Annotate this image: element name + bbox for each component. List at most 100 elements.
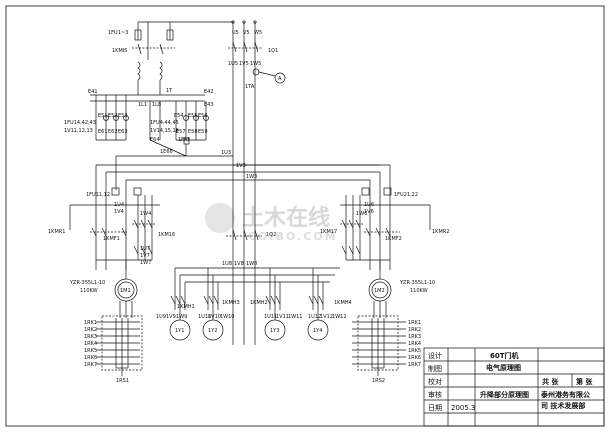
label-e41: E41 — [88, 89, 98, 95]
label-v7: 1V7 — [140, 253, 150, 259]
right-resistor-row-label: 1RK1 — [408, 320, 421, 326]
label-e43: E43 — [204, 102, 214, 108]
label-motor-r-spec: YZR-355L1-10 — [399, 280, 435, 286]
right-resistor-row-label: 1RK5 — [408, 348, 421, 354]
center-brake-section — [169, 229, 340, 341]
right-resistor-row-label: 1RK3 — [408, 334, 421, 340]
label-w6: 1W6 — [356, 211, 367, 217]
right-resistor-row-label: 1RK2 — [408, 327, 421, 333]
label-w9: 1W9 — [176, 314, 187, 320]
label-w3: 1W3 — [246, 174, 257, 180]
label-u5: U5 — [232, 30, 239, 36]
left-resistor-row-label: 1RK6 — [84, 355, 97, 361]
right-resistor-bank — [352, 315, 406, 376]
label-y3: 1Y3 — [270, 328, 279, 334]
label-e58: E58 — [188, 129, 198, 135]
watermark: 土木在线 COIBO.COM — [205, 203, 338, 243]
label-w5b: 1W5 — [250, 61, 261, 67]
label-fu11: 1FU11,12 — [86, 192, 110, 198]
left-resistor-row-label: 1RK5 — [84, 348, 97, 354]
label-y2: 1Y2 — [208, 328, 217, 334]
label-v9: 1V9 — [166, 314, 176, 320]
label-e55: E55 — [188, 113, 198, 119]
label-u11: 1U11 — [264, 314, 277, 320]
right-resistor-row-label: 1RK4 — [408, 341, 421, 347]
label-motor-r-kw: 110KW — [410, 288, 428, 294]
label-v4: 1V4 — [114, 209, 124, 215]
label-w10: 1W10 — [220, 314, 235, 320]
label-u5b: 1U5 — [228, 61, 238, 67]
label-q1: 1Q1 — [268, 48, 278, 54]
left-resistor-bank — [96, 315, 143, 376]
labels: 1FU1~3 1KMI5 U5 V5 W5 1Q1 1U5 1V5 1W5 1T… — [48, 30, 593, 412]
label-u9: 1U9 — [156, 314, 166, 320]
label-e62: E62 — [108, 129, 118, 135]
label-v5: V5 — [243, 30, 250, 36]
label-v6: 1V6 — [364, 209, 374, 215]
label-e54: E54 — [174, 113, 184, 119]
label-l1: 1L1 — [138, 102, 147, 108]
left-resistor-row-label: 1RK2 — [84, 327, 97, 333]
tb-project: 60T门机 — [490, 351, 519, 360]
label-v5b: 1V5 — [239, 61, 249, 67]
label-e61: E61 — [98, 129, 108, 135]
label-fu14: 1FU14,42,43 — [64, 120, 96, 126]
label-kmr1: 1KMR1 — [48, 229, 65, 235]
label-w8: 1W8 — [246, 261, 257, 267]
left-resistor-row-label: 1RK7 — [84, 362, 97, 368]
label-u12: 1U12 — [308, 314, 321, 320]
left-resistor-row-label: 1RK3 — [84, 334, 97, 340]
label-e51: E51 — [98, 113, 108, 119]
tb-drawing-title: 电气原理图 — [486, 363, 521, 372]
svg-text:COIBO.COM: COIBO.COM — [248, 230, 338, 243]
tb-company-2: 司 技术发展部 — [541, 401, 585, 410]
label-u4: 1U4 — [114, 202, 124, 208]
main-supply — [228, 20, 286, 345]
label-tbus: 1T — [166, 88, 173, 94]
label-kmr2: 1KMR2 — [432, 229, 449, 235]
svg-text:土木在线: 土木在线 — [242, 205, 330, 231]
label-km17: 1KM17 — [320, 229, 337, 235]
label-rs1: 1RS1 — [116, 378, 129, 384]
tb-date: 日期 — [428, 404, 442, 412]
right-motor — [368, 272, 392, 318]
label-kmf1: 1KMF1 — [103, 236, 120, 242]
label-v14: 1V14,15,16 — [150, 128, 179, 134]
label-rs2: 1RS2 — [372, 378, 385, 384]
label-u10: 1U10 — [198, 314, 211, 320]
right-motor-contactors — [340, 187, 431, 272]
label-q2: 1Q2 — [266, 232, 276, 238]
label-w4: 1W4 — [140, 211, 151, 217]
label-fu1: 1FU1~3 — [108, 30, 128, 36]
tb-check: 校对 — [428, 377, 442, 386]
label-amp: A — [278, 76, 282, 82]
label-fu4: 1FU4,44,45 — [150, 120, 179, 126]
label-ta: 1TA — [245, 84, 255, 90]
right-resistor-row-label: 1RK6 — [408, 355, 421, 361]
label-l8: 1L8 — [152, 102, 161, 108]
right-resistor-row-label: 1RK7 — [408, 362, 421, 368]
tb-part-name: 升降部分原理图 — [480, 390, 529, 399]
label-w11: 1W11 — [288, 314, 303, 320]
label-km16: 1KM16 — [158, 232, 175, 238]
title-block — [423, 347, 605, 427]
label-m1: 1M1 — [120, 288, 131, 294]
label-kmh2: 1KMH2 — [250, 300, 268, 306]
label-y4: 1Y4 — [313, 328, 322, 334]
label-u6: 1U6 — [364, 202, 374, 208]
drawing-border — [5, 5, 605, 427]
control-bus — [95, 155, 391, 190]
label-motor-l-kw: 110KW — [80, 288, 98, 294]
label-e52: E52 — [108, 113, 118, 119]
label-w5: W5 — [254, 30, 262, 36]
label-v10: 1V10 — [208, 314, 221, 320]
tb-company-1: 泰州港务有限公 — [540, 390, 590, 399]
label-kmf2: 1KMF2 — [385, 236, 402, 242]
label-e59: E59 — [198, 129, 208, 135]
label-u7: 1U7 — [140, 246, 150, 252]
label-w7: 1W7 — [140, 260, 151, 266]
tb-design: 设计 — [428, 351, 442, 360]
